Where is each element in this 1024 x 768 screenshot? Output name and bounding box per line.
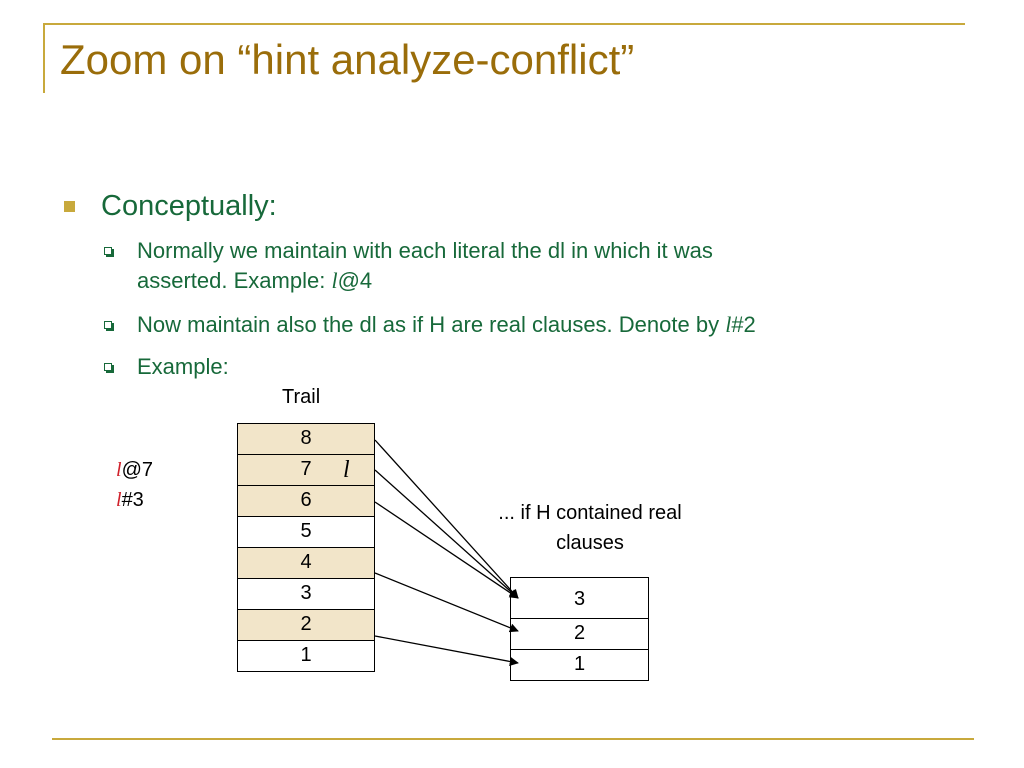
hollow-square-bullet-icon bbox=[104, 363, 112, 371]
clause-level-1: 1 bbox=[510, 649, 649, 681]
square-bullet-icon bbox=[64, 201, 75, 212]
clause-level-2: 2 bbox=[510, 618, 649, 650]
sub-bullet-line1: Normally we maintain with each literal t… bbox=[137, 238, 713, 263]
trail-cell-4: 4 bbox=[237, 547, 375, 579]
sub-bullet-normally: Normally we maintain with each literal t… bbox=[104, 236, 713, 296]
clause-level-stack: 3 2 1 bbox=[510, 577, 649, 681]
sub-bullet-now-maintain: Now maintain also the dl as if H are rea… bbox=[104, 310, 756, 340]
bullet-conceptually: Conceptually: bbox=[64, 190, 277, 223]
literal-l: l bbox=[331, 268, 338, 293]
bullet-text: Conceptually: bbox=[101, 190, 277, 222]
hint-caption: ... if H contained real clauses bbox=[498, 502, 682, 554]
clause-level-3: 3 bbox=[510, 577, 649, 619]
hollow-square-bullet-icon bbox=[104, 247, 112, 255]
hollow-square-bullet-icon bbox=[104, 321, 112, 329]
trail-cell-7: 7 bbox=[237, 454, 375, 486]
arrow-4-to-2 bbox=[374, 572, 519, 633]
trail-cell-1: 1 bbox=[237, 640, 375, 672]
annotation-hint-level: l#3 bbox=[116, 489, 144, 511]
trail-cell-8: 8 bbox=[237, 423, 375, 455]
trail-cell-3: 3 bbox=[237, 578, 375, 610]
left-rule bbox=[43, 23, 45, 93]
literal-l: l bbox=[725, 312, 732, 337]
annotation-assert-level: l@7 bbox=[116, 459, 153, 481]
sub-bullet-example: Example: bbox=[104, 352, 229, 382]
trail-cell-6: 6 bbox=[237, 485, 375, 517]
literal-marker: l bbox=[343, 457, 350, 483]
trail-cell-5: 5 bbox=[237, 516, 375, 548]
trail-label: Trail bbox=[282, 386, 321, 408]
bottom-rule bbox=[52, 738, 974, 740]
slide-title: Zoom on “hint analyze-conflict” bbox=[60, 36, 635, 83]
top-rule bbox=[43, 23, 965, 25]
trail-cell-2: 2 bbox=[237, 609, 375, 641]
arrow-2-to-1 bbox=[374, 635, 519, 666]
trail-stack: 8 7 6 5 4 3 2 1 bbox=[237, 423, 375, 672]
sub-bullet-line2: asserted. Example: l@4 bbox=[137, 268, 373, 293]
